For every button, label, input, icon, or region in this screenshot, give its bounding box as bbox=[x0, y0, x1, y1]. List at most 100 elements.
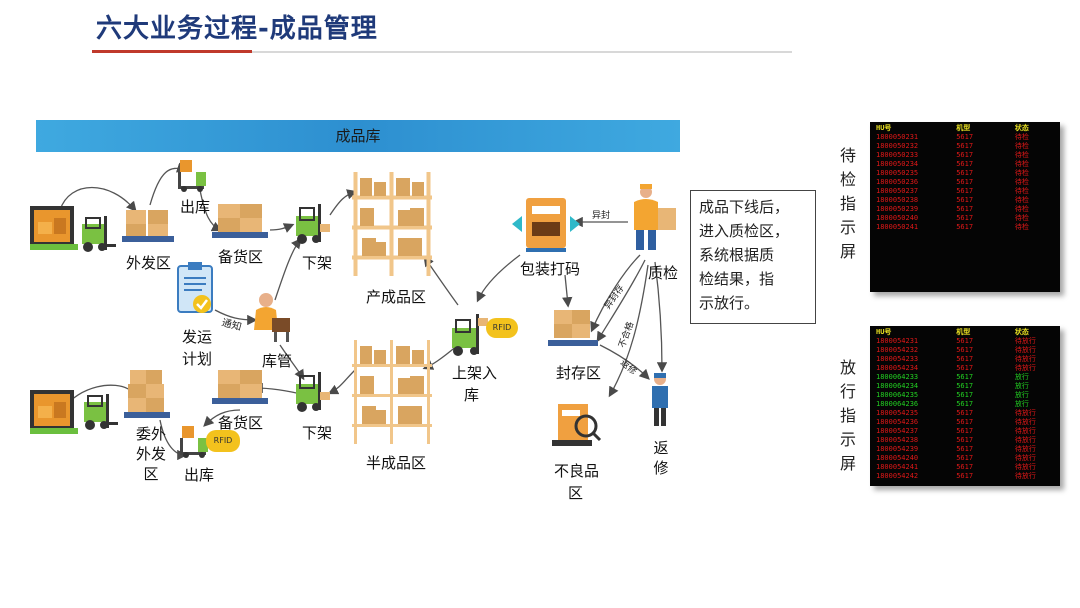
screen-cell: 1800054233 bbox=[876, 355, 919, 363]
screen-cell: 1800054238 bbox=[876, 436, 919, 444]
screen-cell: 1800054234 bbox=[876, 364, 919, 372]
screen-cell: 1800054235 bbox=[876, 409, 919, 417]
screen-cell: 待放行 bbox=[1014, 436, 1036, 444]
forklift-icon bbox=[290, 202, 332, 246]
label-kuguan: 库管 bbox=[262, 352, 293, 370]
screen-cell: 5617 bbox=[956, 364, 974, 372]
repair-worker-icon bbox=[648, 372, 672, 428]
screen-cell: 1800050241 bbox=[876, 223, 919, 231]
screen-header-cell: HU号 bbox=[876, 124, 892, 132]
pallet-goods-icon bbox=[548, 306, 598, 354]
screen-cell: 5617 bbox=[956, 223, 974, 231]
screen-cell: 待检 bbox=[1014, 223, 1029, 231]
screen-cell: 待放行 bbox=[1014, 355, 1036, 363]
screen-cell: 5617 bbox=[956, 178, 974, 186]
screen-cell: 1800050232 bbox=[876, 142, 919, 150]
side-char: 屏 bbox=[839, 454, 856, 473]
truck-icon bbox=[30, 384, 78, 436]
label-jihua: 计划 bbox=[182, 350, 213, 368]
clipboard-plan-icon bbox=[176, 262, 216, 318]
shelf-rack-icon bbox=[352, 340, 432, 444]
screen-cell: 1800054231 bbox=[876, 337, 919, 345]
screen-header-cell: 机型 bbox=[956, 328, 971, 336]
screen-cell: 待检 bbox=[1014, 178, 1029, 186]
screen-cell: 5617 bbox=[956, 463, 974, 471]
label-ku: 库 bbox=[464, 386, 480, 404]
label-buliangpin: 不良品 bbox=[554, 462, 600, 480]
screen-cell: 1800050233 bbox=[876, 151, 919, 159]
screen-cell: 待放行 bbox=[1014, 364, 1036, 372]
warehouse-keeper-icon bbox=[252, 290, 292, 344]
label-waifa: 外发 bbox=[135, 445, 166, 463]
screen-cell: 5617 bbox=[956, 454, 974, 462]
screen-cell: 5617 bbox=[956, 355, 974, 363]
label-fengcunqu: 封存区 bbox=[556, 364, 602, 382]
screen-cell: 待检 bbox=[1014, 160, 1029, 168]
side-label-fangxing: 放 行 指 示 屏 bbox=[838, 356, 858, 476]
screen-cell: 5617 bbox=[956, 427, 974, 435]
screen-cell: 5617 bbox=[956, 382, 974, 390]
screen-cell: 待放行 bbox=[1014, 472, 1036, 480]
screen-cell: 5617 bbox=[956, 346, 974, 354]
screen-cell: 5617 bbox=[956, 400, 974, 408]
screen-cell: 5617 bbox=[956, 445, 974, 453]
packaging-printer-icon bbox=[508, 192, 584, 254]
screen-cell: 放行 bbox=[1014, 391, 1029, 399]
label-beihuoqu-top: 备货区 bbox=[218, 248, 264, 266]
side-char: 检 bbox=[839, 170, 856, 189]
screen-cell: 1800054239 bbox=[876, 445, 919, 453]
description-line: 系统根据质 bbox=[699, 246, 775, 264]
description-box: 成品下线后， 进入质检区， 系统根据质 检结果，指 示放行。 bbox=[690, 190, 816, 324]
defective-goods-icon bbox=[548, 400, 602, 454]
label-qu: 区 bbox=[143, 465, 159, 483]
side-char: 指 bbox=[839, 194, 856, 213]
screen-cell: 5617 bbox=[956, 187, 974, 195]
inspector-icon bbox=[628, 184, 680, 254]
screen-cell: 1800050237 bbox=[876, 187, 919, 195]
screen-cell: 1800050240 bbox=[876, 214, 919, 222]
screen-cell: 待检 bbox=[1014, 187, 1029, 195]
label-fanxiu-1: 返 bbox=[653, 439, 669, 457]
screen-row: 1800054233 5617 待放行 bbox=[876, 355, 1054, 364]
truck-icon bbox=[30, 200, 78, 252]
screen-cell: 1800050238 bbox=[876, 196, 919, 204]
title-underline bbox=[252, 51, 792, 53]
screen-cell: 待检 bbox=[1014, 133, 1029, 141]
side-char: 示 bbox=[839, 430, 856, 449]
screen-header-cell: 机型 bbox=[956, 124, 971, 132]
screen-cell: 待放行 bbox=[1014, 427, 1036, 435]
label-waifaqu: 外发区 bbox=[126, 254, 172, 272]
forklift-icon bbox=[290, 370, 332, 414]
rfid-badge: RFID bbox=[486, 318, 518, 338]
shelf-rack-icon bbox=[352, 172, 432, 276]
screen-cell: 待放行 bbox=[1014, 337, 1036, 345]
screen-cell: 待检 bbox=[1014, 142, 1029, 150]
screen-cell: 1800050234 bbox=[876, 160, 919, 168]
label-zhijian: 质检 bbox=[648, 264, 679, 282]
screen-cell: 1800054236 bbox=[876, 418, 919, 426]
screen-row: 1800050237 5617 待检 bbox=[876, 187, 1054, 196]
screen-cell: 待放行 bbox=[1014, 409, 1036, 417]
label-baozhuang: 包装打码 bbox=[520, 260, 581, 278]
label-beihuoqu-bottom: 备货区 bbox=[218, 414, 264, 432]
label-chuku-bottom: 出库 bbox=[184, 466, 215, 484]
screen-header-row: HU号机型状态 bbox=[876, 124, 1054, 133]
screen-row: 1800050241 5617 待检 bbox=[876, 223, 1054, 232]
screen-cell: 待放行 bbox=[1014, 346, 1036, 354]
screen-cell: 待检 bbox=[1014, 169, 1029, 177]
side-char: 指 bbox=[839, 406, 856, 425]
screen-cell: 待检 bbox=[1014, 205, 1029, 213]
